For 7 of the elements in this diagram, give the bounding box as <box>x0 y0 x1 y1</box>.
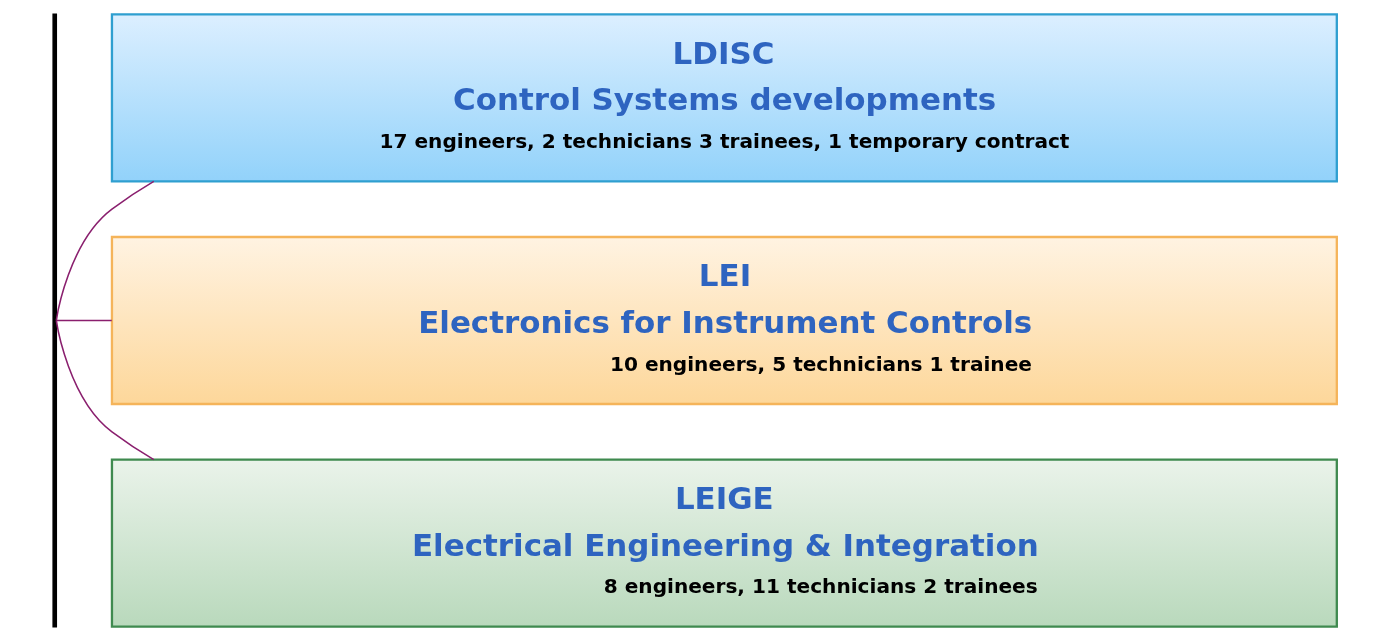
connector <box>55 180 155 322</box>
connector <box>55 319 113 322</box>
node-bar <box>52 13 58 628</box>
node-box: LEI Electronics for Instrument Controls 10 engineers, 5 technicians 1 trainee <box>110 235 1338 406</box>
node-box: LDISC Control Systems developments 17 engineers, 2 technicians 3 trainees, 1 temporary contract <box>110 13 1338 183</box>
node-box: LEIGE Electrical Engineering & Integration 8 engineers, 11 technicians 2 trainees <box>110 458 1338 628</box>
connector <box>55 319 155 461</box>
